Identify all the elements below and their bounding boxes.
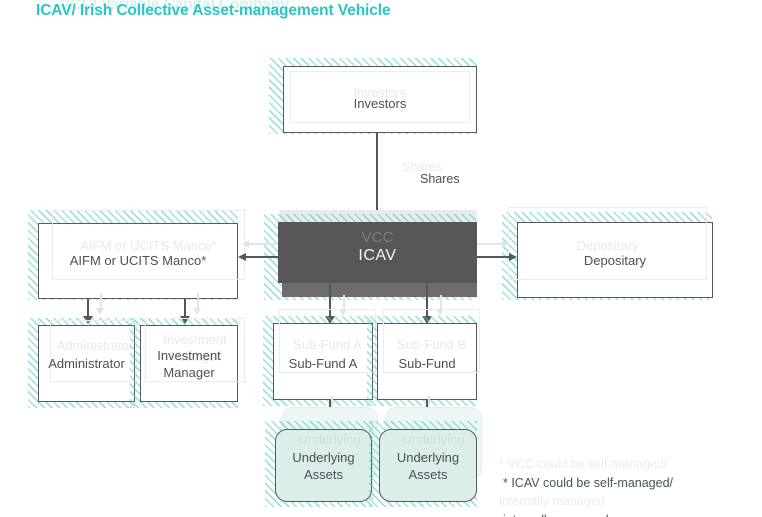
underlying-a-line2: Assets [303, 467, 343, 482]
ghost-arrow-icav-subfund-a-head [339, 309, 347, 316]
investment-manager-ghost-line1: Investment [163, 332, 227, 347]
ghost-arrow-icav-subfund-b-head [436, 309, 444, 316]
underlying-b-ghost-line2: Assets [413, 449, 453, 464]
investors-ghost-box [290, 71, 470, 123]
icav-label: ICAV [358, 247, 397, 264]
underlying-a-label: Underlying Assets [275, 449, 372, 483]
administrator-box [38, 325, 135, 402]
underlying-a-box [275, 429, 372, 502]
footnote-line1: * ICAV could be self-managed/ [503, 475, 674, 490]
underlying-b-ghost-label: Underlying Assets [385, 431, 482, 465]
depositary-label: Depositary [583, 253, 647, 268]
ghost-arrow-icav-depositary-head [502, 239, 509, 248]
ghost-arrow-icav-aifm-head [242, 239, 249, 248]
subfund-a-box [273, 323, 373, 400]
subfund-a-ghost-label: Sub-Fund A [293, 337, 362, 352]
investors-label: Investors [353, 96, 407, 111]
investors-box [283, 66, 477, 133]
investment-manager-line2: Manager [163, 365, 215, 380]
subfund-b-label: Sub-Fund [398, 356, 456, 371]
ghost-arrow-aifm-administrator-head [96, 308, 104, 315]
shares-ghost-label: Shares [402, 160, 442, 174]
arrow-icav-aifm-head [238, 252, 246, 261]
ghost-arrow-aifm-administrator [100, 293, 102, 309]
footnote-ghost-line2: internally managed [499, 493, 605, 508]
underlying-b-label: Underlying Assets [379, 449, 477, 483]
ghost-arrow-icav-depositary [477, 243, 503, 245]
arrow-icav-depositary-head [509, 252, 517, 261]
underlying-b-box [379, 429, 477, 502]
ghost-arrow-aifm-invmgr-head [193, 308, 201, 315]
ghost-title: VCC/ Variable Capital Company [60, 0, 289, 13]
underlying-a-ghost-line2: Assets [309, 449, 349, 464]
investors-ghost-label: Investors [353, 85, 407, 100]
investment-manager-line1: Investment [157, 348, 221, 363]
underlying-a-ghost-label: Underlying Assets [281, 431, 378, 465]
depositary-box [517, 222, 713, 298]
underlying-b-ghost-line1: Underlying [402, 432, 465, 447]
ghost-arrow-subfund-a-underlying-head [327, 401, 335, 408]
shares-label: Shares [420, 172, 460, 186]
subfund-a-label: Sub-Fund A [288, 356, 358, 371]
ghost-arrow-icav-subfund-a [343, 295, 345, 309]
investment-manager-box [140, 325, 238, 402]
subfund-b-ghost-box [383, 309, 480, 373]
investment-manager-ghost-box [145, 318, 245, 382]
footnote-line2: internally managed [503, 511, 743, 517]
ghost-arrow-icav-aifm [248, 243, 278, 245]
arrow-icav-aifm [245, 256, 278, 258]
underlying-a-line1: Underlying [292, 450, 355, 465]
underlying-a-ghost-line1: Underlying [298, 432, 361, 447]
page-title: ICAV/ Irish Collective Asset-management … [36, 2, 391, 19]
administrator-ghost-label: Administrator [56, 338, 134, 353]
subfund-b-ghost-label: Sub-Fund B [396, 337, 467, 352]
icav-box [278, 222, 477, 283]
footnote: * ICAV could be self-managed/ internally… [503, 455, 743, 517]
arrow-icav-subfund-b [426, 283, 428, 316]
footnote-ghost: * VCC could be self-managed/ internally … [499, 436, 739, 517]
footnote-ghost-line1: * VCC could be self-managed/ [499, 456, 668, 471]
arrow-icav-subfund-a [329, 283, 331, 316]
administrator-label: Administrator [48, 356, 125, 371]
ghost-arrow-icav-subfund-b [440, 295, 442, 309]
underlying-b-line2: Assets [408, 467, 448, 482]
investment-manager-ghost-label: Investment Manager [145, 331, 245, 365]
depositary-ghost-label: Depositary [576, 238, 639, 253]
ghost-arrow-subfund-b-underlying-head [424, 401, 432, 408]
subfund-b-box [377, 323, 477, 400]
underlying-b-line1: Underlying [396, 450, 460, 465]
arrow-aifm-administrator [87, 299, 89, 317]
arrow-investors-icav [376, 133, 378, 213]
aifm-box [38, 223, 238, 299]
arrow-icav-depositary [477, 256, 510, 258]
investment-manager-label: Investment Manager [140, 347, 238, 381]
ghost-arrow-aifm-invmgr [197, 293, 199, 309]
icav-ghost-label: VCC [361, 229, 394, 246]
investment-manager-ghost-line2: Manager [169, 349, 221, 364]
aifm-label: AIFM or UCITS Manco* [69, 253, 207, 268]
aifm-ghost-label: AIFM or UCITS Manco* [80, 238, 217, 253]
arrow-aifm-invmgr [184, 299, 186, 317]
